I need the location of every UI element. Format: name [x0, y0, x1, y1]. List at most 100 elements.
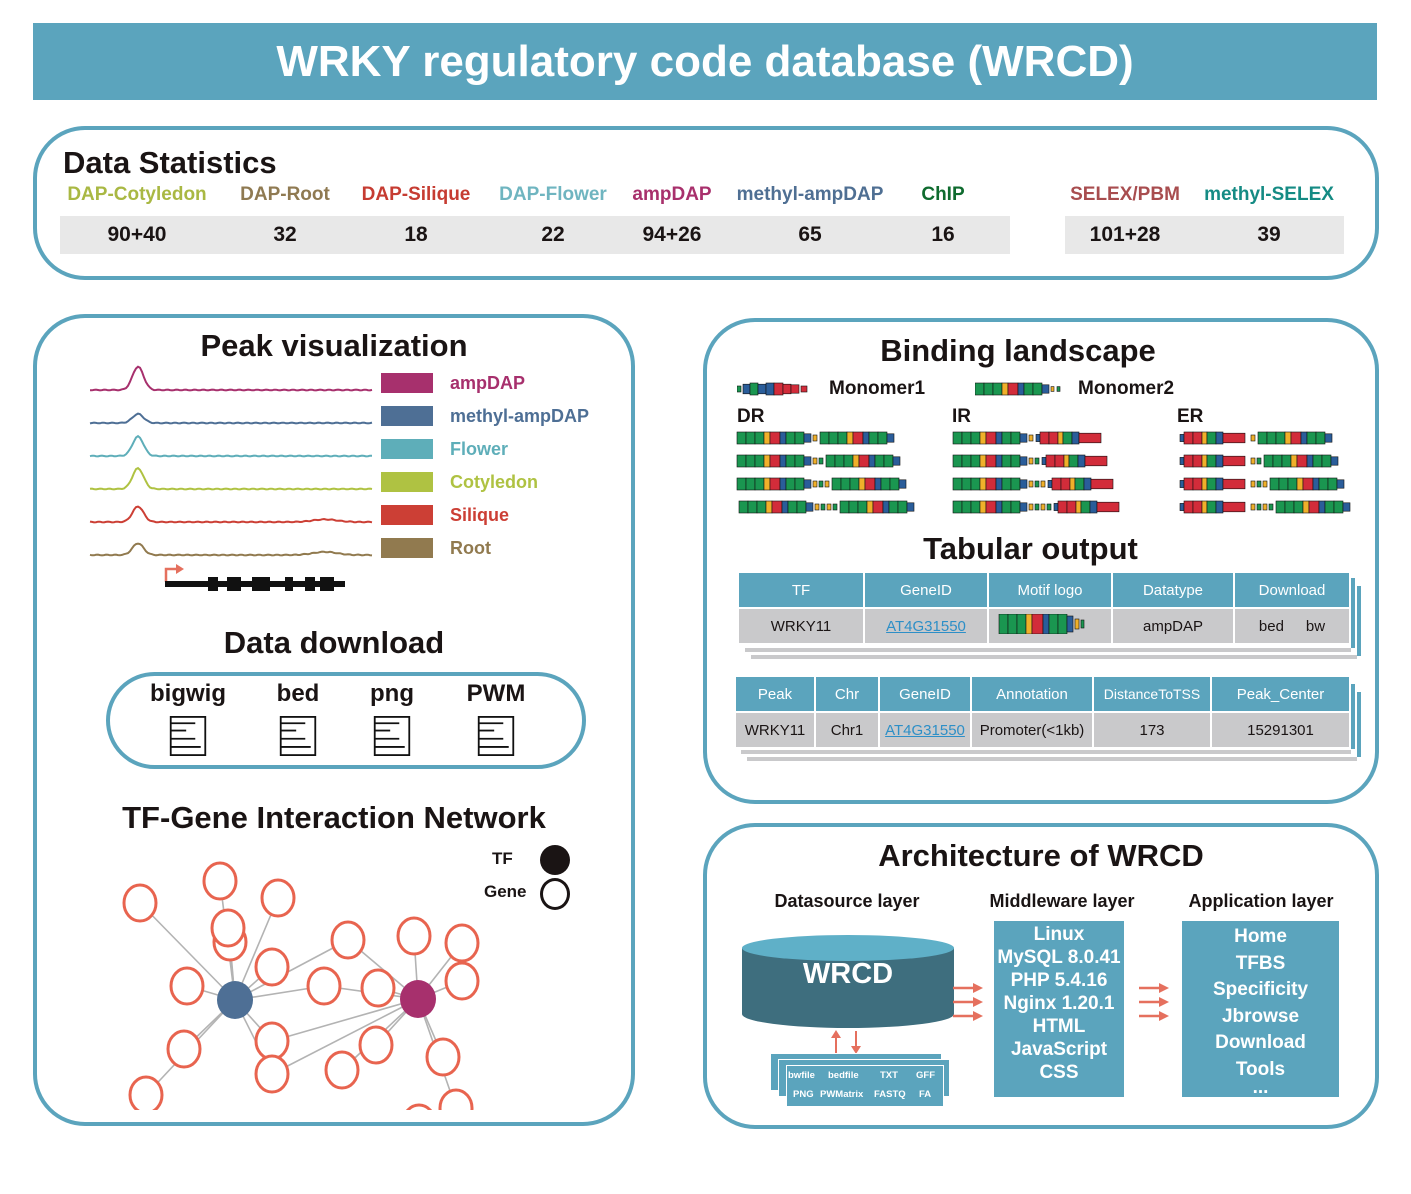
col-header-annotation[interactable]: Annotation: [972, 677, 1092, 711]
er-motif-base: [1206, 500, 1217, 514]
motif-logo-base: [1025, 613, 1033, 635]
er-spacer: [1256, 480, 1262, 488]
col-header-geneid[interactable]: GeneID: [865, 573, 987, 607]
ir-motif-base: [979, 500, 987, 514]
er-spacer: [1262, 480, 1268, 488]
file-type-label: bwfile: [788, 1070, 815, 1081]
datasource-to-middleware-arrows-icon: [953, 983, 983, 1021]
binding-landscape-title: Binding landscape: [880, 333, 1156, 368]
col-header-download[interactable]: Download: [1235, 573, 1349, 607]
gene-node[interactable]: [438, 1088, 474, 1110]
geneid-link[interactable]: AT4G31550: [885, 721, 965, 739]
col-header-peak[interactable]: Peak: [736, 677, 814, 711]
col-header-tf[interactable]: TF: [739, 573, 863, 607]
ir-motif-base: [970, 477, 981, 491]
ir-motif-base: [952, 431, 963, 445]
table1-stack-edge: [1351, 578, 1355, 648]
application-item[interactable]: Tools: [1235, 1058, 1286, 1080]
download-bigwig-button[interactable]: bigwig: [143, 680, 233, 756]
cell-geneid-link[interactable]: AT4G31550: [880, 713, 970, 747]
legend-swatch: [381, 373, 433, 393]
gene-node[interactable]: [254, 1021, 290, 1061]
ir-spacer: [1034, 457, 1040, 465]
ir-motif-base: [961, 431, 972, 445]
col-header-chr[interactable]: Chr: [816, 677, 878, 711]
tf-node[interactable]: [217, 981, 253, 1019]
download-bed-link[interactable]: bed: [1258, 617, 1284, 635]
er-motif-base: [1306, 454, 1314, 468]
gene-node[interactable]: [169, 966, 205, 1006]
data-statistics-panel: [33, 126, 1379, 280]
application-item[interactable]: TFBS: [1235, 952, 1286, 974]
peak-track-line: [89, 542, 373, 557]
ir-spacer: [1046, 503, 1052, 511]
application-item[interactable]: Specificity: [1212, 979, 1309, 1000]
geneid-link[interactable]: AT4G31550: [886, 617, 966, 635]
ir-spacer: [1028, 434, 1034, 442]
gene-node[interactable]: [254, 947, 290, 987]
cell-geneid-link[interactable]: AT4G31550: [865, 609, 987, 643]
gene-node[interactable]: [425, 1037, 461, 1077]
gene-node[interactable]: [202, 861, 238, 901]
gene-node[interactable]: [210, 908, 246, 948]
ir-motif-base: [1035, 434, 1041, 442]
dr-motif-base: [745, 431, 756, 445]
ir-motif-base: [979, 431, 987, 445]
legend-label: Root: [450, 538, 491, 558]
cell-motif-logo: [989, 609, 1111, 643]
gene-node[interactable]: [306, 966, 342, 1006]
application-item[interactable]: Download: [1215, 1032, 1306, 1053]
gene-node[interactable]: [444, 923, 480, 963]
col-header-peak-center[interactable]: Peak_Center: [1212, 677, 1349, 711]
cell-download: bed bw: [1235, 609, 1349, 643]
col-header-geneid[interactable]: GeneID: [880, 677, 970, 711]
file-type-label: FASTQ: [874, 1089, 906, 1100]
middleware-item: CSS: [1039, 1062, 1079, 1083]
ir-motif-base: [985, 477, 997, 491]
dr-spacer: [812, 480, 818, 488]
gene-node[interactable]: [166, 1029, 202, 1069]
gene-node[interactable]: [358, 1025, 394, 1065]
col-header-motif-logo[interactable]: Motif logo: [989, 573, 1111, 607]
gene-node[interactable]: [254, 1054, 290, 1094]
er-motif-base: [1192, 454, 1203, 468]
dr-motif-base: [794, 454, 805, 468]
gene-node[interactable]: [360, 968, 396, 1008]
ir-motif-base: [995, 431, 1003, 445]
download-bw-link[interactable]: bw: [1305, 617, 1326, 635]
gene-node[interactable]: [128, 1075, 164, 1110]
download-png-button[interactable]: png: [347, 680, 437, 756]
ir-motif-base: [1019, 502, 1028, 512]
monomer2-base: [983, 382, 994, 396]
network-title: TF-Gene Interaction Network: [122, 800, 546, 835]
er-motif-base: [1318, 477, 1329, 491]
gene-node[interactable]: [396, 916, 432, 956]
col-header-distance-to-tss[interactable]: DistanceToTSS: [1094, 677, 1210, 711]
er-motif-base: [1330, 456, 1339, 466]
application-item[interactable]: Jbrowse: [1221, 1005, 1300, 1027]
dr-motif-base: [771, 500, 783, 514]
cell-distance-to-tss: 173: [1094, 713, 1210, 747]
tf-node[interactable]: [400, 980, 436, 1018]
dr-motif-base: [886, 433, 895, 443]
gene-node[interactable]: [122, 883, 158, 923]
gene-node[interactable]: [444, 961, 480, 1001]
ir-motif-base: [979, 454, 987, 468]
dr-motif-base: [794, 431, 805, 445]
gene-node[interactable]: [403, 1103, 435, 1110]
dr-motif-base: [785, 477, 796, 491]
document-icon: [169, 716, 207, 756]
er-spacer: [1250, 457, 1256, 465]
col-header-datatype[interactable]: Datatype: [1113, 573, 1233, 607]
gene-node[interactable]: [330, 920, 366, 960]
download-pwm-button[interactable]: PWM: [451, 680, 541, 756]
download-bed-button[interactable]: bed: [253, 680, 343, 756]
gene-node[interactable]: [260, 878, 296, 918]
application-item[interactable]: Home: [1234, 926, 1287, 947]
gene-node[interactable]: [324, 1050, 360, 1090]
middleware-item: PHP 5.4.16: [1010, 970, 1108, 991]
ir-motif-base: [1001, 454, 1012, 468]
